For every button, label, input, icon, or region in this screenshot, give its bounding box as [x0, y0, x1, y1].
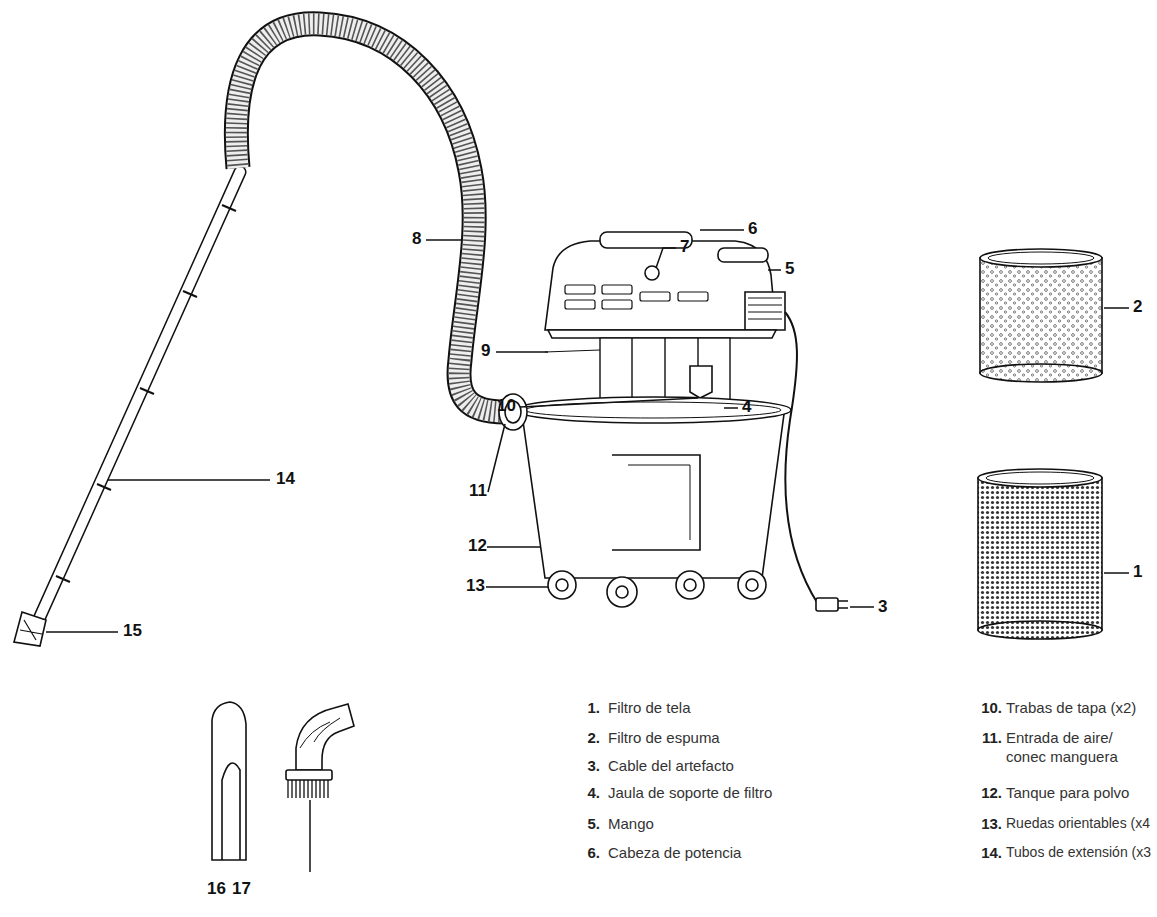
callout-number: 3 — [878, 596, 887, 617]
callout-number: 7 — [680, 236, 689, 257]
lid-latch — [690, 366, 712, 398]
callout-number: 17 — [232, 878, 251, 899]
part-name: Cable del artefacto — [608, 757, 734, 776]
callout-number: 1 — [1133, 561, 1142, 582]
legend-number: 4. — [570, 784, 600, 803]
floor-nozzle — [14, 612, 46, 646]
cloth-filter — [978, 469, 1102, 639]
callout-number: 12 — [468, 535, 487, 556]
hose — [236, 24, 505, 412]
callout-number: 14 — [276, 468, 295, 489]
callout-number: 6 — [748, 218, 757, 239]
crevice-tool — [212, 702, 246, 860]
callout-number: 16 — [207, 878, 226, 899]
legend-number: 11. — [972, 729, 1002, 748]
callout-number: 8 — [412, 228, 421, 249]
part-name: Mango — [608, 815, 654, 834]
part-name: Entrada de aire/ conec manguera — [1006, 729, 1152, 767]
callout-number: 15 — [123, 620, 142, 641]
part-name: Filtro de espuma — [608, 729, 720, 748]
callout-number: 4 — [742, 396, 751, 417]
legend-number: 1. — [570, 699, 600, 718]
legend-number: 2. — [570, 729, 600, 748]
callout-number: 2 — [1133, 296, 1142, 317]
legend-number: 3. — [570, 757, 600, 776]
part-name: Ruedas orientables (x4 — [1006, 815, 1150, 833]
part-name: Trabas de tapa (x2) — [1006, 699, 1136, 718]
power-head — [545, 232, 785, 338]
callout-number: 5 — [785, 258, 794, 279]
part-name: Tubos de extensión (x3 — [1006, 844, 1151, 862]
part-name: Filtro de tela — [608, 699, 691, 718]
callout-number: 9 — [481, 340, 490, 361]
callout-number: 10 — [497, 395, 516, 416]
dust-tank — [499, 394, 791, 578]
legend-number: 12. — [972, 784, 1002, 803]
legend-number: 6. — [570, 844, 600, 863]
dust-brush — [286, 704, 354, 798]
callout-number: 13 — [466, 575, 485, 596]
leader-lines — [46, 230, 1129, 872]
power-cord — [785, 312, 848, 611]
part-name: Cabeza de potencia — [608, 844, 741, 863]
part-name: Jaula de soporte de filtro — [608, 784, 772, 803]
legend-number: 5. — [570, 815, 600, 834]
callout-number: 11 — [469, 480, 487, 501]
extension-tube — [34, 172, 240, 630]
legend-number: 14. — [972, 844, 1002, 863]
caster-wheels — [548, 571, 766, 607]
legend-number: 10. — [972, 699, 1002, 718]
part-name: Tanque para polvo — [1006, 784, 1129, 803]
legend-number: 13. — [972, 815, 1002, 834]
foam-filter — [980, 249, 1102, 382]
